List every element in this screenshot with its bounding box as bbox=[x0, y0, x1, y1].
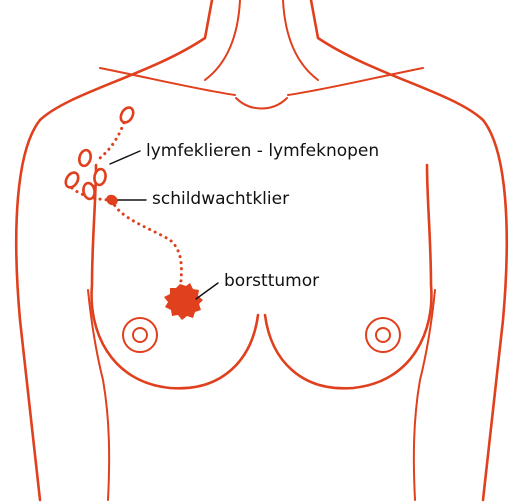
left-shoulder-arm-line bbox=[16, 0, 212, 500]
right-nipple bbox=[376, 328, 390, 342]
neck-collarbones bbox=[100, 0, 423, 109]
leader-lines bbox=[110, 151, 218, 299]
lymph-node-2 bbox=[78, 149, 93, 167]
left-inner-arm-line bbox=[88, 290, 109, 500]
lymph-node-1 bbox=[118, 105, 136, 124]
breast-tumor bbox=[164, 283, 203, 320]
lymph-vessel-to-tumor bbox=[112, 200, 181, 292]
torso-outline bbox=[16, 0, 506, 500]
lymph-node-4 bbox=[63, 170, 81, 189]
right-shoulder-arm-line bbox=[311, 0, 507, 500]
right-inner-arm-line bbox=[414, 290, 435, 500]
left-areola bbox=[123, 318, 157, 352]
lymph-nodes-label: lymfeklieren - lymfeknopen bbox=[146, 141, 379, 161]
lymph-nodes bbox=[63, 105, 136, 200]
sentinel-node-label: schildwachtklier bbox=[152, 189, 289, 209]
sternal-notch bbox=[236, 98, 287, 109]
left-nipple bbox=[133, 328, 147, 342]
tumor-leader bbox=[196, 283, 218, 299]
tumor-label: borsttumor bbox=[224, 271, 319, 291]
right-areola bbox=[366, 318, 400, 352]
lymph-vessel-upper bbox=[100, 117, 126, 158]
lymph-node-5 bbox=[82, 182, 96, 200]
lymph-nodes-leader bbox=[110, 151, 140, 164]
